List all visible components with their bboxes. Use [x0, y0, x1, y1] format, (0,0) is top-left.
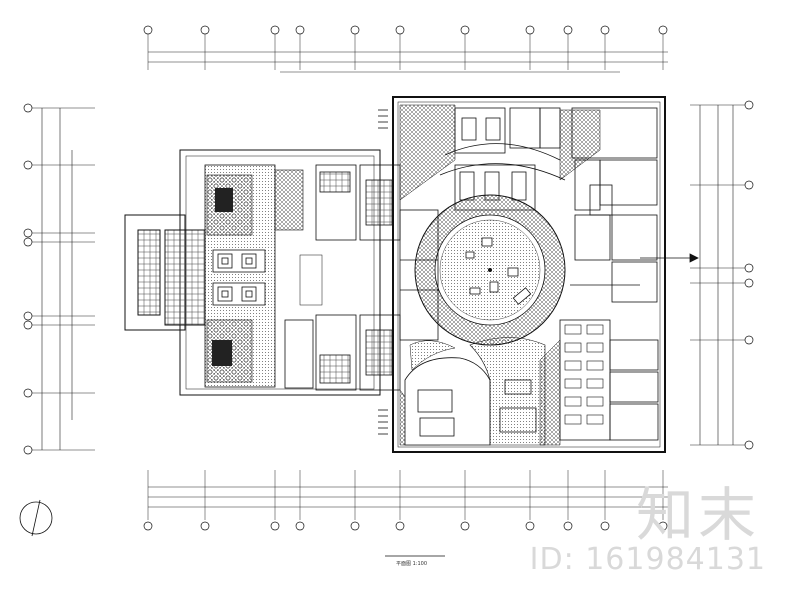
axis-bubble — [744, 263, 754, 273]
top-rooms — [454, 107, 658, 261]
bed — [586, 378, 604, 389]
bed — [564, 414, 582, 425]
main-building-outline — [392, 96, 666, 453]
axis-bubble — [350, 25, 360, 35]
axis-bubble — [395, 521, 405, 531]
axis-bubble — [744, 180, 754, 190]
axis-bubble — [23, 160, 33, 170]
axis-bubble — [658, 25, 668, 35]
watermark-id: ID: 161984131 — [529, 542, 766, 577]
watermark-brand: 知末 — [635, 481, 760, 549]
axis-bubble — [270, 521, 280, 531]
planter — [274, 169, 304, 231]
axis-bubble — [295, 521, 305, 531]
axis-bubble — [200, 25, 210, 35]
lower-rooms — [417, 379, 537, 437]
left-dimension-lines — [41, 108, 73, 450]
bed-grid — [564, 324, 604, 425]
bed — [586, 342, 604, 353]
bed — [586, 396, 604, 407]
bottom-grid-axes — [143, 470, 668, 531]
axis-bubble — [525, 25, 535, 35]
axis-bubble — [23, 311, 33, 321]
left-wing-rooms — [284, 164, 401, 391]
central-rotunda — [414, 194, 566, 346]
north-arrow-icon — [19, 499, 53, 537]
bed — [564, 396, 582, 407]
bed — [564, 378, 582, 389]
lobby-area — [204, 164, 276, 388]
curved-corridor — [439, 143, 566, 181]
axis-bubble — [23, 228, 33, 238]
right-entrance-marker — [570, 253, 699, 286]
axis-bubble — [143, 25, 153, 35]
axis-bubble — [600, 25, 610, 35]
axis-bubble — [395, 25, 405, 35]
axis-bubble — [744, 335, 754, 345]
right-grid-axes — [690, 100, 754, 450]
stair-marks — [378, 109, 388, 435]
axis-bubble — [563, 25, 573, 35]
axis-bubble — [23, 320, 33, 330]
top-dimension-lines — [148, 51, 668, 73]
axis-bubble — [460, 25, 470, 35]
axis-bubble — [600, 521, 610, 531]
lower-curved-zones — [404, 337, 546, 446]
axis-bubble — [295, 25, 305, 35]
axis-bubble — [744, 440, 754, 450]
bed — [586, 414, 604, 425]
axis-bubble — [525, 521, 535, 531]
drawing-scale-label: 平面图 1:100 — [396, 561, 427, 567]
bed — [564, 324, 582, 335]
axis-bubble — [350, 521, 360, 531]
axis-bubble — [270, 25, 280, 35]
axis-bubble — [23, 103, 33, 113]
axis-bubble — [460, 521, 470, 531]
top-grid-axes — [143, 25, 668, 70]
right-lower-rooms — [559, 261, 659, 441]
bed — [586, 324, 604, 335]
axis-bubble — [744, 278, 754, 288]
axis-bubble — [23, 237, 33, 247]
axis-bubble — [200, 521, 210, 531]
axis-bubble — [744, 100, 754, 110]
right-dimension-lines — [699, 105, 734, 445]
axis-bubble — [658, 521, 668, 531]
bottom-dimension-lines — [148, 486, 668, 508]
left-grid-axes — [23, 103, 95, 455]
axis-bubble — [23, 388, 33, 398]
bed — [586, 360, 604, 371]
left-wing — [124, 149, 381, 396]
bed — [564, 342, 582, 353]
axis-bubble — [143, 521, 153, 531]
main-left-corridor — [399, 209, 439, 341]
bed — [564, 360, 582, 371]
axis-bubble — [23, 445, 33, 455]
axis-bubble — [563, 521, 573, 531]
